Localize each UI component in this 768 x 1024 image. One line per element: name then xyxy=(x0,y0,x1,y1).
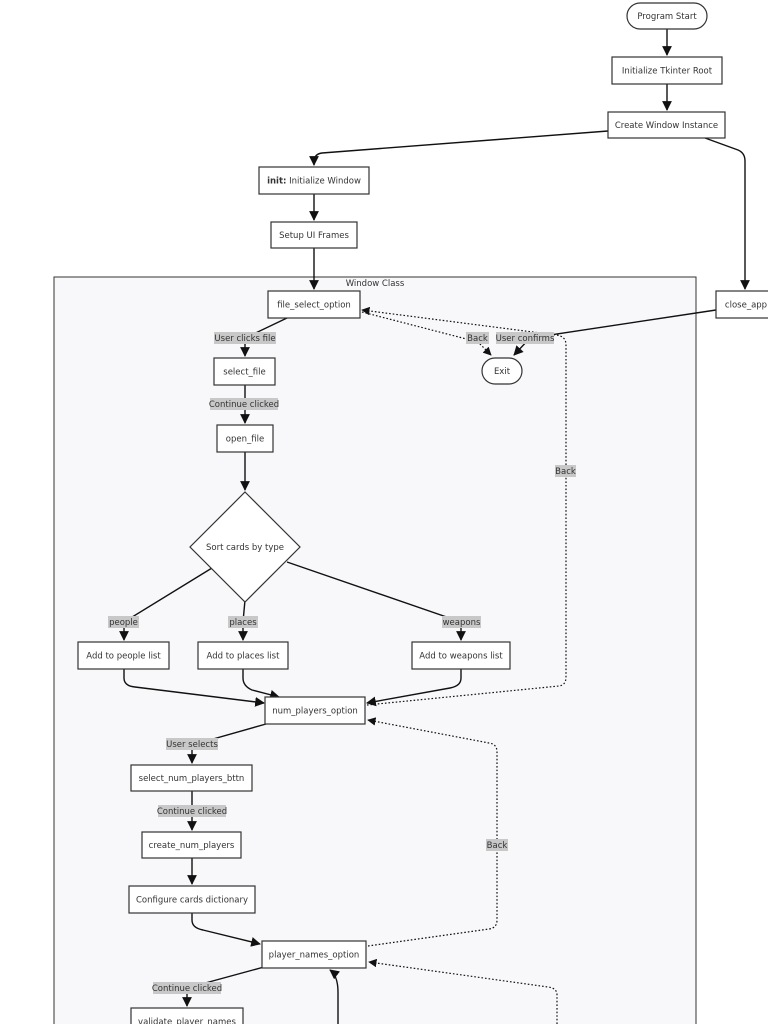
svg-text:Program Start: Program Start xyxy=(637,12,697,22)
node-init-tkinter-root: Initialize Tkinter Root xyxy=(611,56,723,85)
svg-text:Back: Back xyxy=(467,334,488,344)
svg-text:open_file: open_file xyxy=(226,435,264,445)
node-file-select-option: file_select_option xyxy=(267,290,361,319)
svg-text:Back: Back xyxy=(555,467,576,477)
label-user-selects: User selects xyxy=(166,738,218,750)
svg-text:Add to people list: Add to people list xyxy=(86,652,161,662)
nodes: Program Start Initialize Tkinter Root Cr… xyxy=(77,2,768,1024)
svg-text:places: places xyxy=(229,618,257,628)
svg-text:Add to weapons list: Add to weapons list xyxy=(419,652,503,662)
node-create-window-instance: Create Window Instance xyxy=(607,111,726,139)
svg-text:Sort cards by type: Sort cards by type xyxy=(206,543,284,553)
svg-text:close_app: close_app xyxy=(725,301,767,311)
edge-player-names-back-to-num xyxy=(367,717,498,947)
label-back-right: Back xyxy=(555,465,576,477)
edge-weapons-to-num xyxy=(366,669,462,707)
svg-text:Configure cards dictionary: Configure cards dictionary xyxy=(136,896,248,906)
svg-text:Continue clicked: Continue clicked xyxy=(157,807,227,817)
svg-text:select_file: select_file xyxy=(223,368,265,378)
svg-text:Back: Back xyxy=(487,841,508,851)
node-add-to-weapons-list: Add to weapons list xyxy=(411,641,511,670)
cluster-title: Window Class xyxy=(346,279,405,289)
svg-text:file_select_option: file_select_option xyxy=(277,301,351,311)
edge-create-to-init xyxy=(309,130,609,166)
node-select-file: select_file xyxy=(213,357,276,386)
node-close-app: close_app xyxy=(715,290,768,319)
edge-create-to-close xyxy=(704,137,750,290)
edge-validate-loop-to-player-names xyxy=(329,969,340,1024)
edge-people-to-num xyxy=(123,669,265,707)
label-weapons: weapons xyxy=(442,616,481,628)
node-add-to-places-list: Add to places list xyxy=(197,641,289,670)
node-num-players-option: num_players_option xyxy=(264,696,366,725)
node-sort-cards-decision: Sort cards by type xyxy=(189,491,301,603)
label-continue-clicked-1: Continue clicked xyxy=(209,398,279,410)
svg-text:validate_player_names: validate_player_names xyxy=(138,1018,236,1024)
label-places: places xyxy=(228,616,258,628)
node-configure-cards-dictionary: Configure cards dictionary xyxy=(128,885,256,914)
node-program-start: Program Start xyxy=(626,2,708,30)
label-people: people xyxy=(108,616,139,628)
edge-lower-back-to-player-names xyxy=(368,958,558,1024)
svg-text:player_names_option: player_names_option xyxy=(269,951,360,961)
svg-text:User clicks file: User clicks file xyxy=(214,334,275,344)
node-open-file: open_file xyxy=(216,424,274,453)
svg-text:Add to places list: Add to places list xyxy=(207,652,281,662)
svg-text:create_num_players: create_num_players xyxy=(149,841,235,851)
svg-text:Exit: Exit xyxy=(494,367,511,377)
edge-places-to-num xyxy=(242,669,280,700)
label-user-clicks-file: User clicks file xyxy=(214,332,276,344)
svg-text:Continue clicked: Continue clicked xyxy=(152,984,222,994)
svg-text:Continue clicked: Continue clicked xyxy=(209,400,279,410)
node-setup-ui-frames: Setup UI Frames xyxy=(270,221,358,249)
svg-text:User confirms: User confirms xyxy=(496,334,555,344)
svg-text:Create Window Instance: Create Window Instance xyxy=(615,121,718,131)
label-continue-clicked-2: Continue clicked xyxy=(157,805,227,817)
node-select-num-players-bttn: select_num_players_bttn xyxy=(130,764,253,792)
svg-text:weapons: weapons xyxy=(443,618,481,628)
svg-text:init: Initialize Window: init: Initialize Window xyxy=(267,177,361,187)
label-back-mid: Back xyxy=(486,839,508,851)
node-validate-player-names: validate_player_names xyxy=(130,1007,244,1024)
svg-text:people: people xyxy=(109,618,138,628)
edge-configure-to-player-names xyxy=(191,913,261,947)
node-create-num-players: create_num_players xyxy=(141,831,242,859)
edge-num-back-to-file-select xyxy=(361,306,567,706)
svg-text:User selects: User selects xyxy=(166,740,218,750)
edge-labels: User clicks file Back User confirms Cont… xyxy=(108,332,576,994)
svg-text:Initialize Tkinter Root: Initialize Tkinter Root xyxy=(622,67,713,77)
node-exit: Exit xyxy=(481,357,523,385)
node-add-to-people-list: Add to people list xyxy=(77,641,170,670)
node-player-names-option: player_names_option xyxy=(261,940,367,969)
svg-text:Setup UI Frames: Setup UI Frames xyxy=(279,231,349,241)
svg-text:num_players_option: num_players_option xyxy=(272,707,358,717)
label-continue-clicked-3: Continue clicked xyxy=(152,982,222,994)
svg-text:select_num_players_bttn: select_num_players_bttn xyxy=(139,774,245,784)
label-user-confirms: User confirms xyxy=(496,332,555,344)
label-back-exit: Back xyxy=(466,332,489,344)
node-init-window: init: Initialize Window xyxy=(258,166,370,195)
